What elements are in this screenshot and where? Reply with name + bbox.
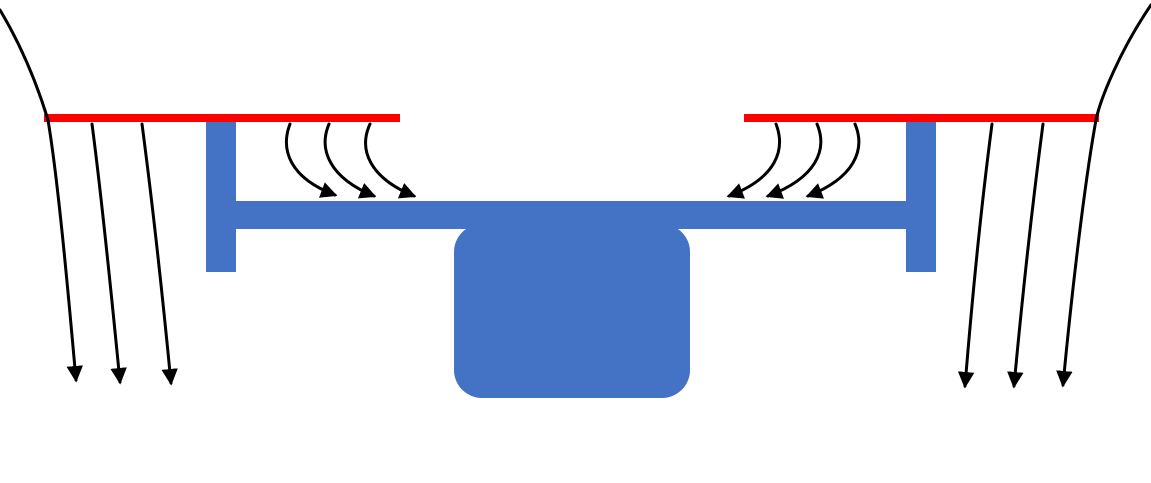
left-downflow-arrow-1 <box>90 122 127 385</box>
right-inner-arrow-1 <box>726 122 781 199</box>
left-vertical-support <box>206 120 236 272</box>
right-inner-arrow-3 <box>805 122 861 199</box>
red-plates <box>44 114 1099 122</box>
inner-curved-arrows <box>285 122 861 199</box>
right-vertical-support <box>906 120 936 272</box>
right-red-plate <box>744 114 1099 122</box>
left-inner-arrow-3 <box>364 122 417 199</box>
central-block <box>454 224 690 398</box>
right-outer-curve <box>1056 3 1151 388</box>
outer-boundary-curves <box>0 3 1151 388</box>
left-red-plate <box>44 114 400 122</box>
right-downflow-arrow-2 <box>1007 122 1045 389</box>
left-downflow-arrow-2 <box>140 122 178 386</box>
outer-downflow-arrows <box>90 122 1045 389</box>
right-downflow-arrow-1 <box>957 122 994 389</box>
blue-structure <box>206 120 936 398</box>
left-inner-arrow-1 <box>285 122 338 198</box>
right-inner-arrow-2 <box>765 122 823 199</box>
left-inner-arrow-2 <box>323 122 377 199</box>
left-outer-curve <box>0 8 83 383</box>
